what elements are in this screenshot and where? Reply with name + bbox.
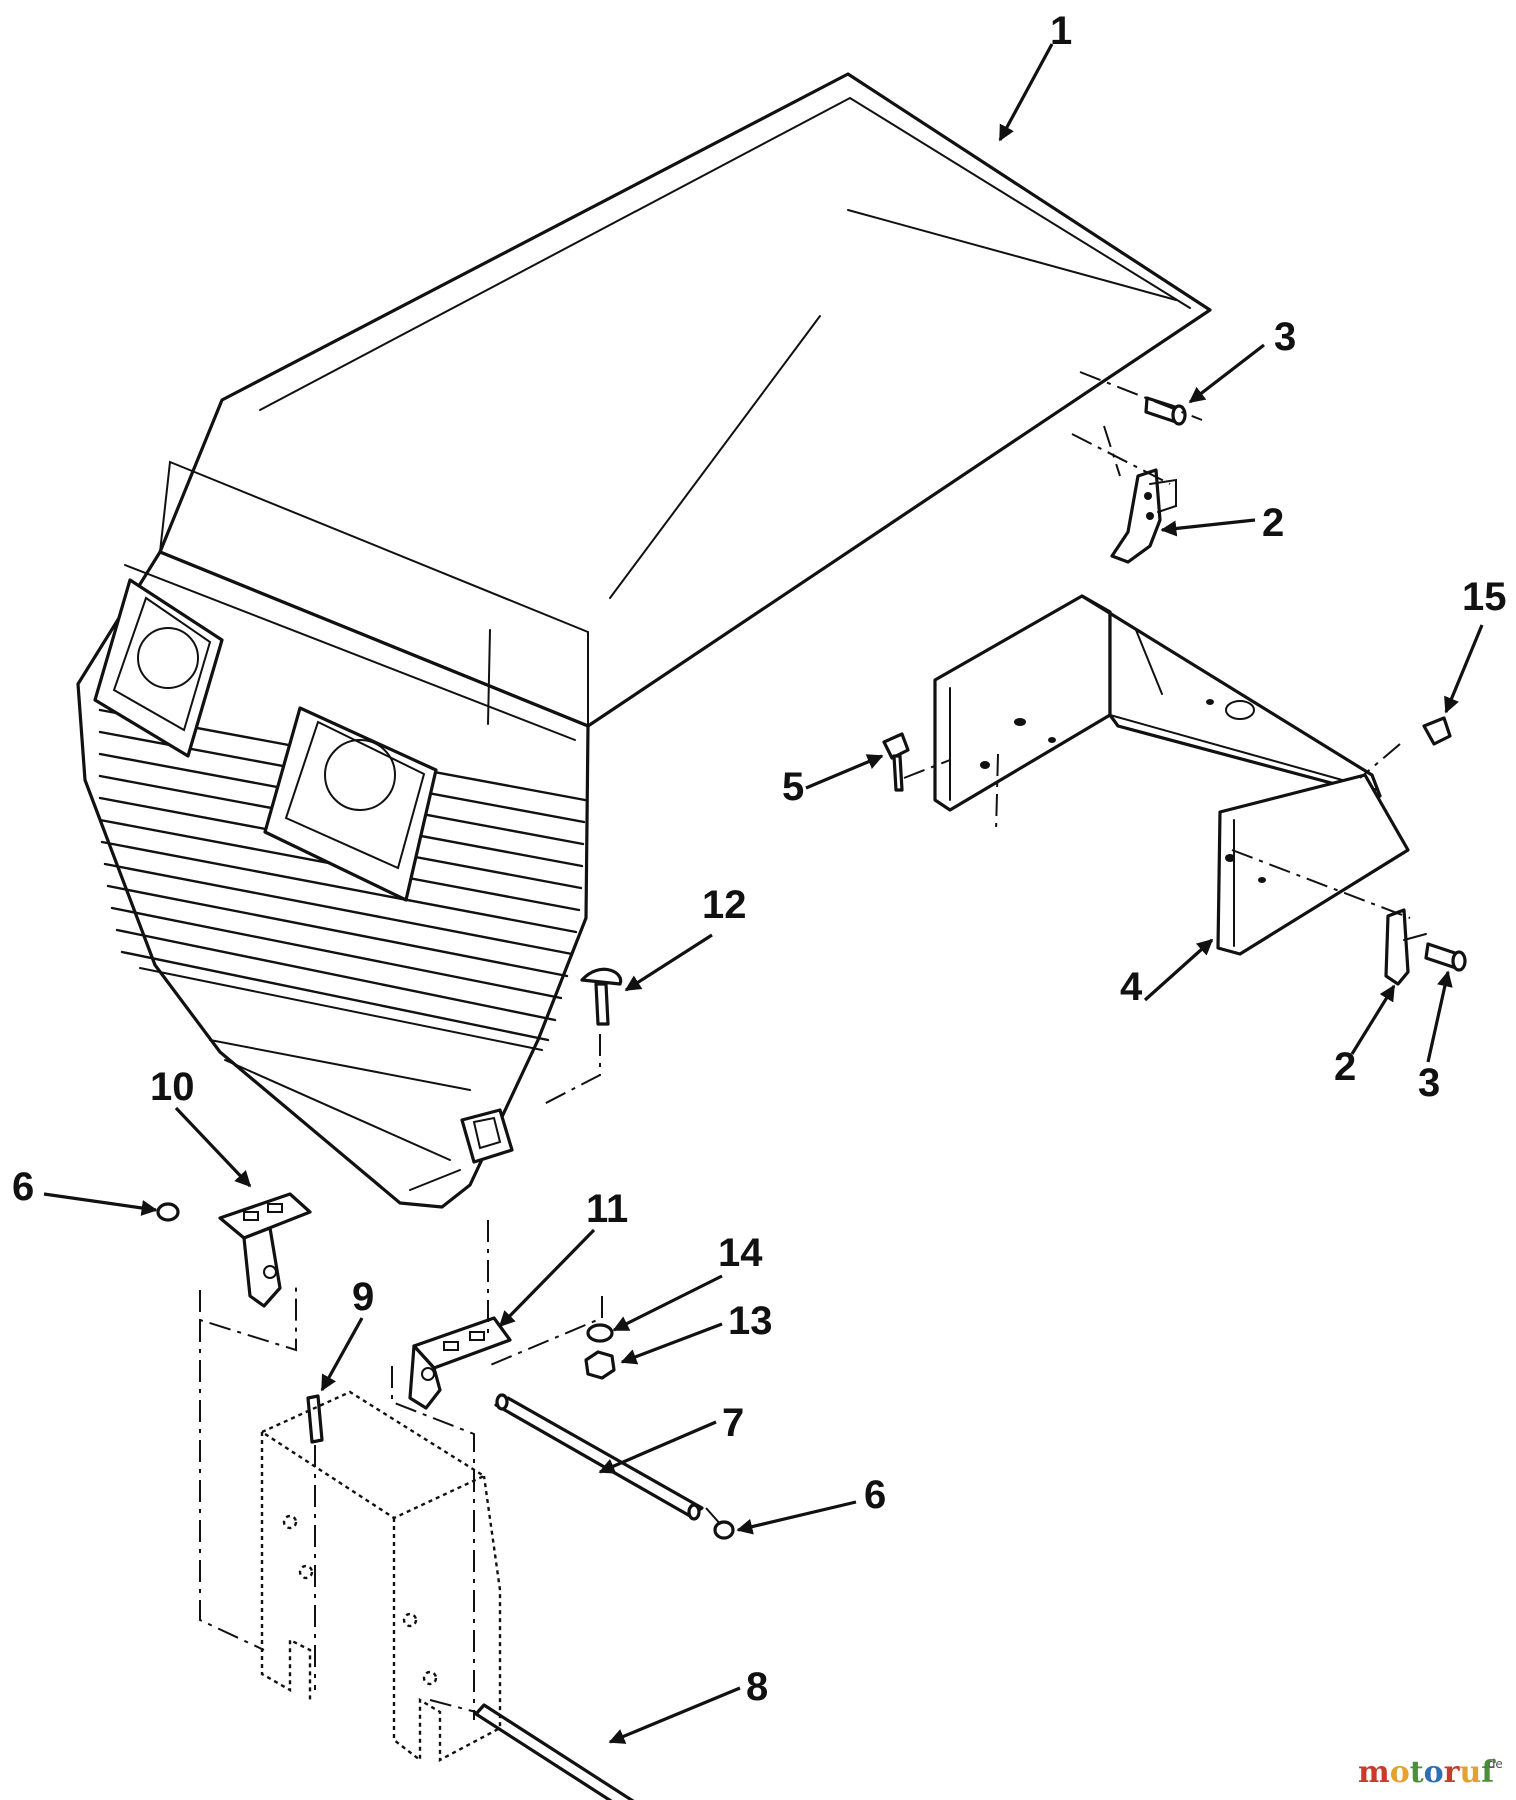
callout-3-lower: 3 — [1418, 1061, 1440, 1105]
alignment-lines — [199, 371, 1411, 1720]
callout-9: 9 — [352, 1275, 374, 1319]
hood-assembly — [76, 72, 1212, 1209]
wm-letter-3: t — [1410, 1755, 1424, 1790]
wm-letter-6: u — [1459, 1755, 1481, 1790]
cotter-pin-part-9 — [306, 1394, 324, 1444]
callout-6-left: 6 — [12, 1165, 34, 1209]
callout-6-right: 6 — [864, 1473, 886, 1517]
wm-letter-1: m — [1358, 1755, 1390, 1790]
callout-10: 10 — [150, 1065, 195, 1109]
callout-12: 12 — [702, 883, 747, 927]
callout-numbers: 1 3 2 15 5 4 2 3 12 10 6 11 14 13 9 7 6 … — [12, 9, 1507, 1709]
callout-14: 14 — [718, 1231, 763, 1275]
callout-5: 5 — [782, 765, 804, 809]
svg-text:motoruf: motoruf — [1358, 1755, 1496, 1790]
callout-leaders — [43, 43, 1484, 1744]
clevis-pin-upper — [1144, 396, 1187, 426]
callout-8: 8 — [746, 1665, 768, 1709]
hinge-rod-part-8 — [474, 1703, 635, 1800]
hinge-bracket-part-10 — [218, 1192, 312, 1308]
hood-support-bracket — [933, 594, 1410, 956]
callout-3-upper: 3 — [1274, 315, 1296, 359]
wm-letter-4: o — [1424, 1755, 1444, 1790]
hex-bolt-part-5 — [882, 732, 910, 792]
hood-latch-socket — [460, 1108, 514, 1164]
washers-and-nuts — [156, 1202, 735, 1540]
hinge-rod-part-7 — [494, 1393, 704, 1521]
wm-suffix: .de — [1484, 1757, 1503, 1771]
callout-13: 13 — [728, 1299, 773, 1343]
callout-11: 11 — [586, 1187, 628, 1231]
carriage-bolt-part-12 — [580, 967, 623, 1026]
headlight-left — [93, 578, 224, 758]
wm-letter-7: f — [1481, 1755, 1496, 1790]
callout-15: 15 — [1462, 575, 1507, 619]
clevis-pin-lower — [1424, 942, 1467, 972]
wm-letter-2: o — [1390, 1755, 1410, 1790]
callout-7: 7 — [722, 1401, 744, 1445]
hinge-bracket-part-11 — [408, 1316, 512, 1410]
headlight-right — [263, 706, 438, 902]
callout-1: 1 — [1050, 9, 1072, 53]
callout-4: 4 — [1120, 965, 1143, 1009]
motoruf-watermark: motoruf .de — [1358, 1755, 1503, 1790]
hood-latch-upper — [1110, 468, 1177, 564]
rivet-part-15 — [1422, 716, 1452, 746]
frame-mount-phantom — [259, 1390, 502, 1763]
callout-2-upper: 2 — [1262, 501, 1284, 545]
wm-letter-5: r — [1444, 1755, 1461, 1790]
hood-latch-lower — [1384, 908, 1427, 986]
callout-2-lower: 2 — [1334, 1045, 1356, 1089]
